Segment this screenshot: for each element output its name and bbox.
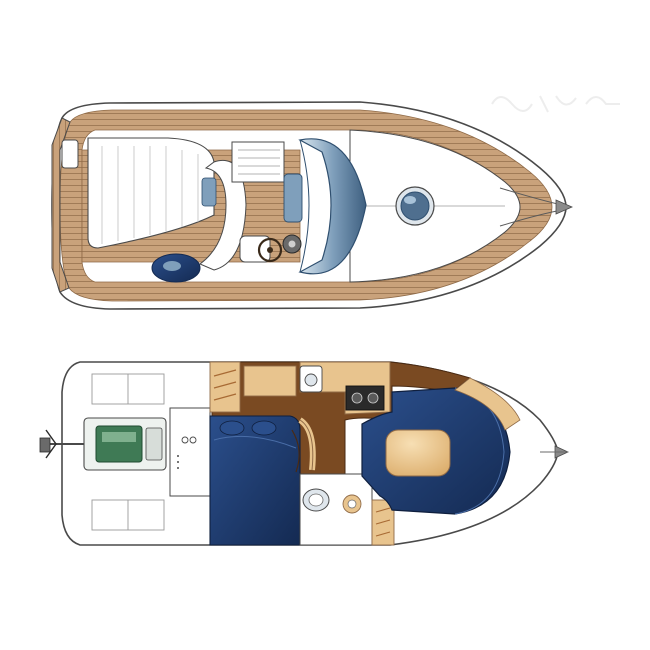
windscreen [298,138,367,275]
deck-plan-view [51,101,573,310]
watermark-mark [491,95,620,113]
aft-sunpad [87,137,215,249]
cockpit-table-outline [169,407,211,497]
saloon-table [385,429,451,477]
steering-wheel [257,237,283,263]
companionway [231,141,285,183]
interior-layout-view [39,361,569,546]
swim-platform [51,117,71,293]
mid-cabin-berth [209,415,301,546]
galley [299,361,391,415]
heads [299,473,373,546]
engine [39,417,167,471]
